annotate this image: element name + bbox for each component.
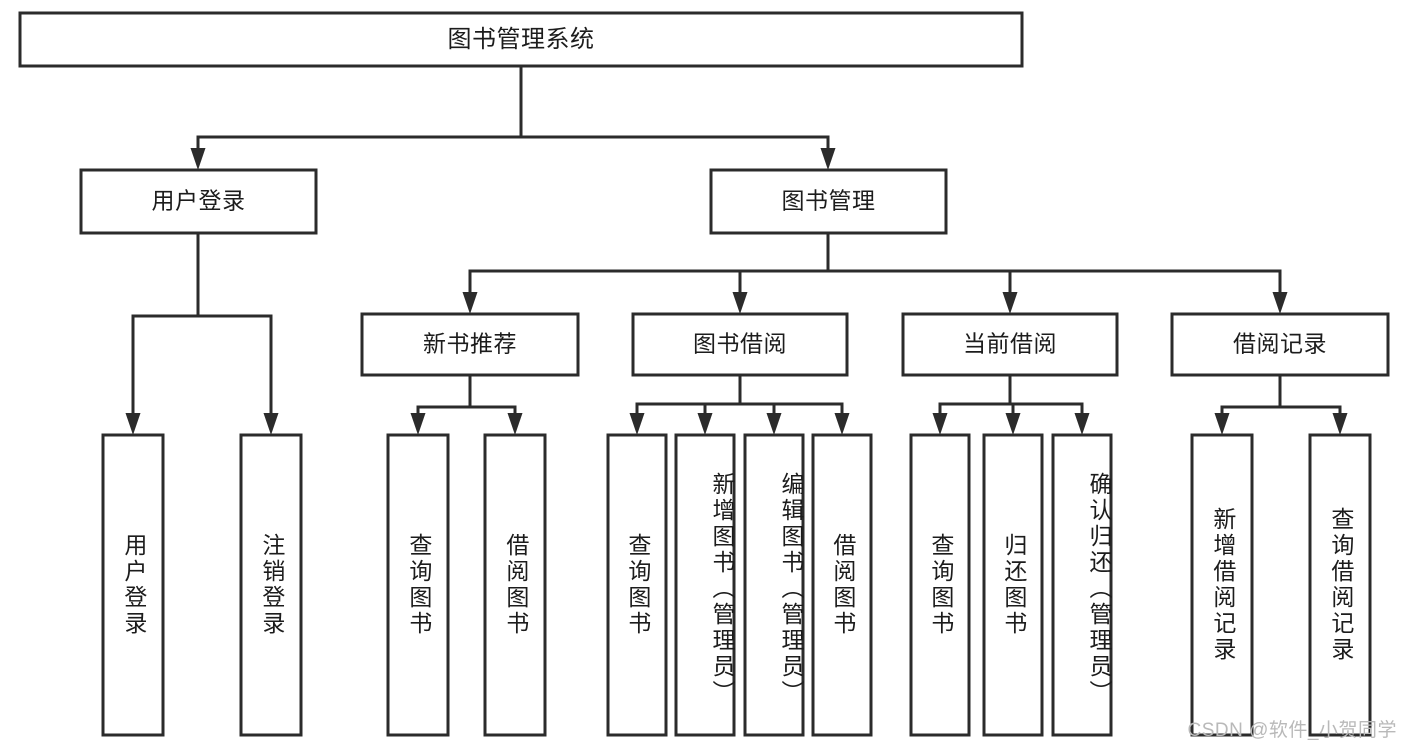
- arrow-head-9: [507, 413, 523, 435]
- node-level3-label-current-borrow: 当前借阅: [963, 331, 1057, 357]
- node-level3-book-borrow[interactable]: 图书借阅: [631, 312, 849, 377]
- connector-group-bus-book-manage: [468, 231, 1282, 273]
- node-leaf-rect-leaf-query-book-recommend[interactable]: [386, 433, 450, 737]
- node-root-rect-root[interactable]: [18, 11, 1024, 68]
- connector-arrow-13: [834, 402, 850, 435]
- connector-arrow-12: [766, 402, 782, 435]
- node-level3-rect-new-book-recommend[interactable]: [360, 312, 580, 377]
- connector-arrow-7: [1272, 269, 1288, 314]
- arrow-head-2: [125, 413, 141, 435]
- node-leaf-rect-leaf-borrow-book-borrow[interactable]: [811, 433, 873, 737]
- node-leaf-leaf-add-book-admin[interactable]: [674, 433, 736, 737]
- node-leaf-leaf-borrow-book-recommend[interactable]: [483, 433, 547, 737]
- connector-arrow-6: [1002, 269, 1018, 314]
- node-level2-rect-book-manage[interactable]: [709, 168, 948, 235]
- node-root-label-root: 图书管理系统: [448, 26, 595, 53]
- connector-arrow-14: [932, 402, 948, 435]
- node-level3-borrow-record[interactable]: 借阅记录: [1170, 312, 1390, 377]
- node-level3-current-borrow[interactable]: 当前借阅: [901, 312, 1119, 377]
- node-level2-label-user-login: 用户登录: [152, 188, 246, 214]
- node-leaf-leaf-logout[interactable]: [239, 433, 303, 737]
- connector-arrow-4: [462, 269, 478, 314]
- node-leaf-leaf-confirm-return-admin[interactable]: [1051, 433, 1113, 737]
- arrow-head-6: [1002, 292, 1018, 314]
- connector-arrow-8: [410, 405, 426, 435]
- node-level3-label-book-borrow: 图书借阅: [693, 331, 787, 357]
- connector-arrow-3: [263, 314, 279, 435]
- node-level3-label-borrow-record: 借阅记录: [1233, 331, 1327, 357]
- node-level2-user-login[interactable]: 用户登录: [79, 168, 318, 235]
- node-leaf-rect-leaf-return-book[interactable]: [982, 433, 1044, 737]
- node-level3-label-new-book-recommend: 新书推荐: [423, 331, 517, 357]
- connector-arrow-9: [507, 405, 523, 435]
- connector-group-bus-current-borrow: [938, 373, 1084, 406]
- arrow-head-17: [1214, 413, 1230, 435]
- arrow-head-7: [1272, 292, 1288, 314]
- node-leaf-leaf-query-book-current[interactable]: [909, 433, 971, 737]
- node-leaf-leaf-query-book-borrow[interactable]: [606, 433, 668, 737]
- node-leaf-leaf-query-book-recommend[interactable]: [386, 433, 450, 737]
- connector-group-bus-root: [196, 64, 830, 139]
- arrow-head-3: [263, 413, 279, 435]
- arrow-head-11: [697, 413, 713, 435]
- connector-arrow-1: [820, 135, 836, 170]
- node-leaf-leaf-edit-book-admin[interactable]: [743, 433, 805, 737]
- node-level2-book-manage[interactable]: 图书管理: [709, 168, 948, 235]
- node-level3-rect-book-borrow[interactable]: [631, 312, 849, 377]
- arrow-head-14: [932, 413, 948, 435]
- node-root-root[interactable]: 图书管理系统: [18, 11, 1024, 68]
- node-leaf-leaf-user-login[interactable]: [101, 433, 165, 737]
- node-leaf-rect-leaf-query-book-current[interactable]: [909, 433, 971, 737]
- node-leaf-leaf-borrow-book-borrow[interactable]: [811, 433, 873, 737]
- node-leaf-rect-leaf-confirm-return-admin[interactable]: [1051, 433, 1113, 737]
- connector-layer: [125, 64, 1348, 435]
- node-leaf-rect-leaf-borrow-book-recommend[interactable]: [483, 433, 547, 737]
- node-level3-new-book-recommend[interactable]: 新书推荐: [360, 312, 580, 377]
- arrow-head-1: [820, 148, 836, 170]
- arrow-head-8: [410, 413, 426, 435]
- arrow-head-10: [629, 413, 645, 435]
- arrow-head-13: [834, 413, 850, 435]
- connector-group-bus-borrow-record: [1220, 373, 1342, 409]
- connector-arrow-18: [1332, 405, 1348, 435]
- arrow-head-18: [1332, 413, 1348, 435]
- node-leaf-rect-leaf-add-borrow-record[interactable]: [1190, 433, 1254, 737]
- node-leaf-rect-leaf-user-login[interactable]: [101, 433, 165, 737]
- connector-arrow-17: [1214, 405, 1230, 435]
- arrow-head-16: [1074, 413, 1090, 435]
- node-leaf-rect-leaf-query-book-borrow[interactable]: [606, 433, 668, 737]
- node-level3-rect-current-borrow[interactable]: [901, 312, 1119, 377]
- node-leaf-rect-leaf-query-borrow-record[interactable]: [1308, 433, 1372, 737]
- connector-arrow-10: [629, 402, 645, 435]
- connector-arrow-15: [1005, 402, 1021, 435]
- node-leaf-rect-leaf-edit-book-admin[interactable]: [743, 433, 805, 737]
- connector-group-bus-user-login: [131, 231, 273, 318]
- arrow-head-5: [732, 292, 748, 314]
- connector-arrow-16: [1074, 402, 1090, 435]
- connector-arrow-2: [125, 314, 141, 435]
- connector-arrow-11: [697, 402, 713, 435]
- connector-group-bus-book-borrow: [635, 373, 844, 406]
- arrow-head-0: [190, 148, 206, 170]
- node-leaf-rect-leaf-add-book-admin[interactable]: [674, 433, 736, 737]
- node-leaf-leaf-query-borrow-record[interactable]: [1308, 433, 1372, 737]
- node-leaf-rect-leaf-logout[interactable]: [239, 433, 303, 737]
- arrow-head-12: [766, 413, 782, 435]
- node-level3-rect-borrow-record[interactable]: [1170, 312, 1390, 377]
- connector-group-bus-new-book: [416, 373, 517, 409]
- node-leaf-leaf-return-book[interactable]: [982, 433, 1044, 737]
- node-level2-rect-user-login[interactable]: [79, 168, 318, 235]
- arrow-head-15: [1005, 413, 1021, 435]
- node-leaf-leaf-add-borrow-record[interactable]: [1190, 433, 1254, 737]
- arrow-head-4: [462, 292, 478, 314]
- connector-arrow-5: [732, 269, 748, 314]
- node-level2-label-book-manage: 图书管理: [782, 188, 876, 214]
- connector-arrow-0: [190, 135, 206, 170]
- watermark: CSDN @软件_小贺同学: [1187, 720, 1397, 741]
